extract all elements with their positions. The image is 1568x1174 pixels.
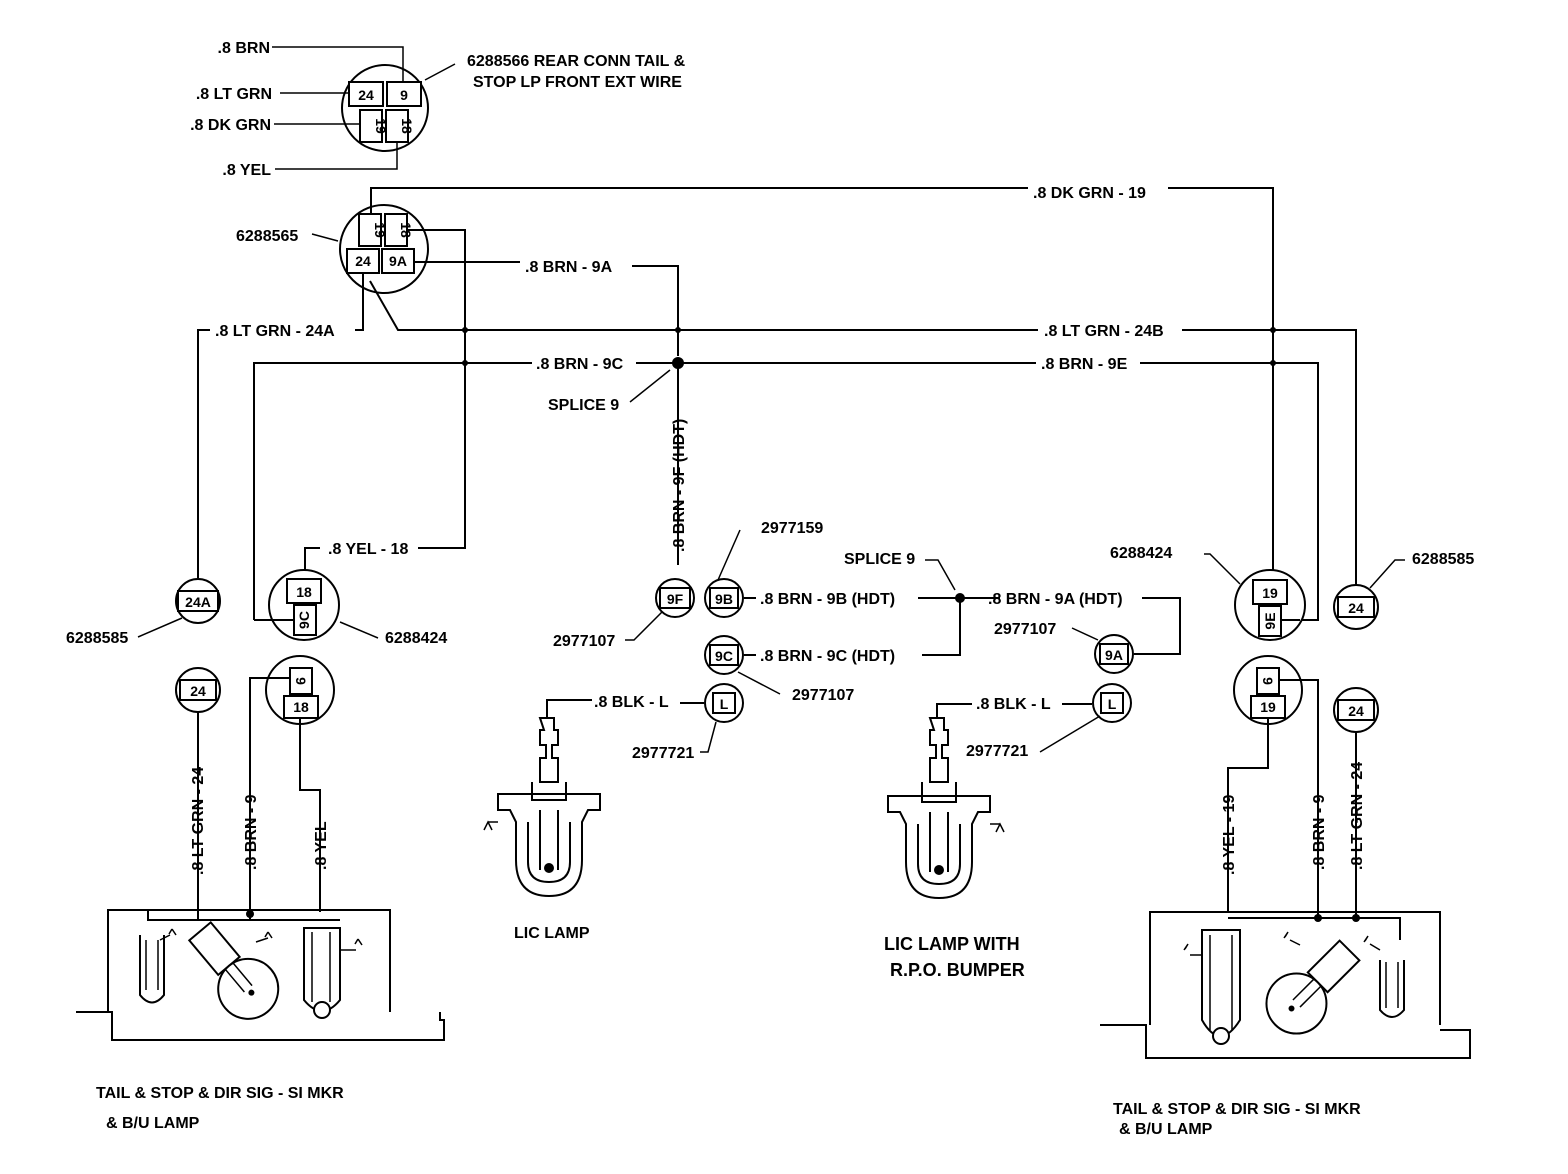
wire-label: .8 BRN - 9E <box>1041 356 1128 373</box>
wire-label: .8 BRN - 9C (HDT) <box>760 648 895 665</box>
terminal-label: 24 <box>1348 703 1364 719</box>
terminal-label: 9 <box>293 677 309 685</box>
wire-label: .8 YEL <box>222 162 271 179</box>
pin-label: 24 <box>355 253 371 269</box>
terminal-9c: 9C <box>704 635 744 675</box>
pin-label: 18 <box>399 118 415 134</box>
part-label: 2977159 <box>761 520 823 537</box>
terminal-label: 19 <box>1260 699 1276 715</box>
lamp-caption: & B/U LAMP <box>1119 1121 1213 1138</box>
part-label: 2977107 <box>792 687 854 704</box>
pin-box <box>346 248 380 274</box>
part-label: 6288585 <box>66 630 128 647</box>
wire-label: .8 LT GRN - 24A <box>215 323 335 340</box>
terminal-9b: 9B <box>704 578 744 618</box>
wire-label: .8 BRN - 9B (HDT) <box>760 591 895 608</box>
wire-label: .8 BLK - L <box>976 696 1051 713</box>
terminal-24-right-bottom: 24 <box>1333 687 1379 733</box>
pin-label: 24 <box>358 87 374 103</box>
wire-label: .8 BRN - 9F (HDT) <box>671 419 688 552</box>
wire-label: .8 DK GRN <box>190 117 271 134</box>
splice-label: SPLICE 9 <box>548 397 619 414</box>
part-label: 2977107 <box>553 633 615 650</box>
terminal-label: 9C <box>296 611 312 629</box>
splice-label: SPLICE 9 <box>844 551 915 568</box>
pin-label: 19 <box>373 118 389 134</box>
part-label: 6288565 <box>236 228 298 245</box>
terminal-l-right: L <box>1092 683 1132 723</box>
wire-label: .8 BRN - 9A <box>525 259 613 276</box>
terminal-9a: 9A <box>1094 634 1134 674</box>
terminal-label: 9A <box>1105 647 1123 663</box>
wire-label: .8 YEL - 18 <box>328 541 408 558</box>
part-label: 2977721 <box>966 743 1028 760</box>
terminal-label: 9C <box>715 648 733 664</box>
wire-label: .8 LT GRN - 24 <box>190 767 207 875</box>
terminal-24-right-top: 24 <box>1333 584 1379 630</box>
lamp-caption: & B/U LAMP <box>106 1115 200 1132</box>
terminal-24-left: 24 <box>175 667 221 713</box>
part-label: 2977721 <box>632 745 694 762</box>
rear-connector-6288566: 24 9 19 18 <box>341 64 429 152</box>
wire-label: .8 LT GRN - 24 <box>1349 762 1366 870</box>
pin-label: 19 <box>372 222 388 238</box>
pin-label: 9A <box>389 253 407 269</box>
wire-label: .8 YEL - 19 <box>1221 795 1238 875</box>
terminal-9-19-right: 9 19 <box>1233 655 1303 725</box>
part-label: STOP LP FRONT EXT WIRE <box>473 74 682 91</box>
pin-box <box>359 109 383 143</box>
terminal-label: 19 <box>1262 585 1278 601</box>
part-label: 2977107 <box>994 621 1056 638</box>
wire-label: .8 BRN - 9A (HDT) <box>988 591 1123 608</box>
terminal-label: 24 <box>190 683 206 699</box>
terminal-9-18-left: 9 18 <box>265 655 335 725</box>
lamp-caption: LIC LAMP WITH <box>884 934 1020 954</box>
terminal-label: 9E <box>1262 612 1278 629</box>
pin-box <box>381 248 415 274</box>
wire-label: .8 BRN - 9 <box>243 794 260 870</box>
wire-label: .8 LT GRN - 24B <box>1044 323 1164 340</box>
terminal-label: 9 <box>1260 677 1276 685</box>
lamp-caption: TAIL & STOP & DIR SIG - SI MKR <box>1113 1101 1361 1118</box>
terminal-label: 24A <box>185 594 211 610</box>
lamp-caption: LIC LAMP <box>514 925 590 942</box>
terminal-label: L <box>1108 696 1117 712</box>
wire-label: .8 LT GRN <box>196 86 272 103</box>
part-label: 6288585 <box>1412 551 1474 568</box>
license-lamp-rpo-bumper <box>887 717 1005 900</box>
terminal-19-9e: 19 9E <box>1234 569 1306 641</box>
left-tail-lamp-assembly <box>76 909 445 1041</box>
part-label: 6288424 <box>385 630 447 647</box>
terminal-9f: 9F <box>655 578 695 618</box>
lamp-caption: R.P.O. BUMPER <box>890 960 1025 980</box>
terminal-label: 9B <box>715 591 733 607</box>
terminal-24a: 24A <box>175 578 221 624</box>
terminal-l-left: L <box>704 683 744 723</box>
wire-label: .8 BRN - 9 <box>1311 794 1328 870</box>
terminal-label: 18 <box>293 699 309 715</box>
lamp-caption: TAIL & STOP & DIR SIG - SI MKR <box>96 1085 344 1102</box>
wire-label: .8 BRN - 9C <box>536 356 624 373</box>
license-lamp <box>483 717 601 898</box>
connector-6288565: 19 18 24 9A <box>339 204 429 294</box>
pin-label: 9 <box>400 87 408 103</box>
pin-label: 18 <box>398 222 414 238</box>
pin-box <box>386 81 422 107</box>
terminal-label: 9F <box>667 591 684 607</box>
wire-label: .8 YEL <box>313 821 330 870</box>
wire-label: .8 BRN <box>218 40 270 57</box>
terminal-label: L <box>720 696 729 712</box>
wire-label: .8 DK GRN - 19 <box>1033 185 1146 202</box>
part-label: 6288566 REAR CONN TAIL & <box>467 53 686 70</box>
terminal-label: 18 <box>296 584 312 600</box>
terminal-label: 24 <box>1348 600 1364 616</box>
terminal-18-9c: 18 9C <box>268 569 340 641</box>
pin-box <box>348 81 384 107</box>
right-tail-lamp-assembly <box>1100 911 1471 1059</box>
wire-label: .8 BLK - L <box>594 694 669 711</box>
part-label: 6288424 <box>1110 545 1172 562</box>
